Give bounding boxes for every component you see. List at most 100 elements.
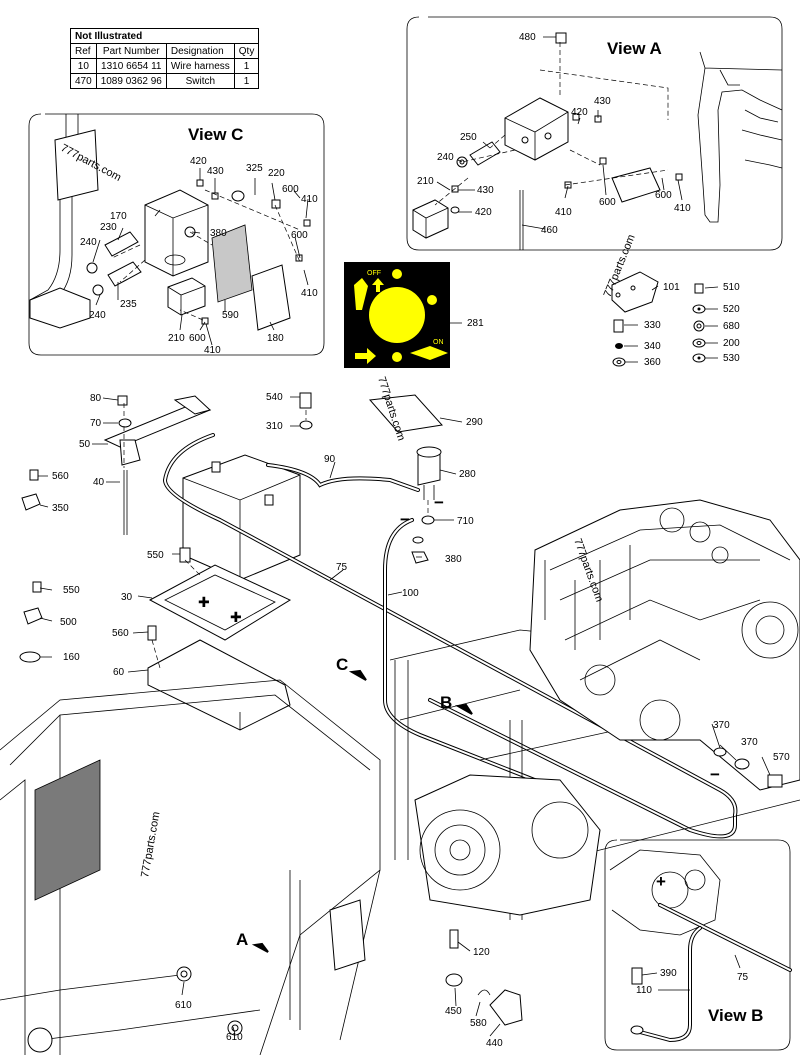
table-cell-designation: Wire harness	[165, 58, 235, 74]
machine-frame	[0, 499, 800, 1055]
watermark-text: 777parts.com	[59, 142, 123, 184]
table-cell-part-number: 1089 0362 96	[95, 73, 167, 89]
callout-450: 450	[445, 1006, 462, 1017]
table-cell-part-number: 1310 6654 11	[95, 58, 167, 74]
callout-600: 600	[189, 333, 206, 344]
view-c-panel: View C	[28, 113, 325, 356]
callout-281: 281	[467, 318, 484, 329]
callout-160: 160	[63, 652, 80, 663]
callout-290: 290	[466, 417, 483, 428]
view-c-title: View C	[188, 125, 243, 144]
callout-60: 60	[113, 667, 125, 678]
view-b-title: View B	[708, 1006, 763, 1025]
minus-sign: −	[400, 510, 410, 529]
callout-40: 40	[93, 477, 105, 488]
callout-420: 420	[571, 107, 588, 118]
view-arrow-c: C	[336, 655, 367, 681]
callout-235: 235	[120, 299, 137, 310]
callout-325: 325	[246, 163, 263, 174]
callout-430: 430	[477, 185, 494, 196]
view-a-panel: View A	[406, 16, 783, 251]
callout-210: 210	[417, 176, 434, 187]
callout-200: 200	[723, 338, 740, 349]
view-arrow-b: B	[440, 693, 473, 715]
callout-600: 600	[655, 190, 672, 201]
callout-600: 600	[282, 184, 299, 195]
callout-250: 250	[460, 132, 477, 143]
callout-430: 430	[594, 96, 611, 107]
table-cell-ref: 10	[70, 58, 97, 74]
callout-530: 530	[723, 353, 740, 364]
callout-680: 680	[723, 321, 740, 332]
svg-text:✚: ✚	[230, 609, 242, 625]
callout-360: 360	[644, 357, 661, 368]
callout-210: 210	[168, 333, 185, 344]
callouts: 480 420 430 250 240 210 430 420 410 600 …	[52, 32, 790, 1049]
table-cell-qty: 1	[233, 58, 260, 74]
callout-420: 420	[190, 156, 207, 167]
callout-440: 440	[486, 1038, 503, 1049]
callout-410: 410	[301, 194, 318, 205]
callout-430: 430	[207, 166, 224, 177]
view-arrow-a: A	[236, 930, 269, 953]
view-arrow-b-letter: B	[440, 693, 452, 712]
table-row: 10 1310 6654 11 Wire harness 1	[70, 58, 260, 74]
callout-80: 80	[90, 393, 102, 404]
callout-480: 480	[519, 32, 536, 43]
callout-220: 220	[268, 168, 285, 179]
view-a-title: View A	[607, 39, 662, 58]
callout-380: 380	[210, 228, 227, 239]
callout-610: 610	[226, 1032, 243, 1043]
plus-sign: +	[656, 872, 666, 891]
callout-75: 75	[336, 562, 348, 573]
callout-460: 460	[541, 225, 558, 236]
table-cell-ref: 470	[70, 73, 97, 89]
callout-370: 370	[741, 737, 758, 748]
callout-280: 280	[459, 469, 476, 480]
callout-70: 70	[90, 418, 102, 429]
decal-off-label: OFF	[367, 270, 381, 277]
callout-180: 180	[267, 333, 284, 344]
callout-230: 230	[100, 222, 117, 233]
callout-380: 380	[445, 554, 462, 565]
watermark-text: 777parts.com	[602, 233, 638, 299]
callout-410: 410	[301, 288, 318, 299]
callout-590: 590	[222, 310, 239, 321]
table-title: Not Illustrated	[69, 28, 260, 44]
callout-340: 340	[644, 341, 661, 352]
callout-550: 550	[147, 550, 164, 561]
callout-110: 110	[636, 985, 652, 996]
table-cell-qty: 1	[233, 73, 260, 89]
battery-assembly: ✚✚	[19, 392, 738, 839]
callout-610: 610	[175, 1000, 192, 1011]
not-illustrated-table: Not Illustrated Ref Part Number Designat…	[69, 28, 260, 89]
callout-240: 240	[80, 237, 97, 248]
watermark-text: 777parts.com	[571, 537, 605, 604]
view-arrow-c-letter: C	[336, 655, 348, 674]
callout-410: 410	[674, 203, 691, 214]
minus-sign: −	[710, 765, 720, 784]
callout-550: 550	[63, 585, 80, 596]
view-arrow-a-letter: A	[236, 930, 248, 949]
table-row: 470 1089 0362 96 Switch 1	[70, 73, 260, 89]
watermarks: 777parts.com 777parts.com 777parts.com 7…	[59, 142, 638, 878]
callout-710: 710	[457, 516, 474, 527]
watermark-text: 777parts.com	[139, 811, 162, 879]
view-b-panel: View B	[604, 839, 792, 1051]
svg-text:✚: ✚	[198, 594, 210, 610]
callout-370: 370	[713, 720, 730, 731]
callout-510: 510	[723, 282, 740, 293]
callout-420: 420	[475, 207, 492, 218]
table-header-ref: Ref	[70, 43, 97, 59]
callout-600: 600	[599, 197, 616, 208]
callout-410: 410	[204, 345, 221, 356]
callout-30: 30	[121, 592, 133, 603]
minus-sign: −	[434, 493, 444, 512]
callout-390: 390	[660, 968, 677, 979]
callout-560: 560	[52, 471, 69, 482]
watermark-text: 777parts.com	[375, 375, 407, 442]
callout-101: 101	[663, 282, 680, 293]
table-header-designation: Designation	[165, 43, 235, 59]
